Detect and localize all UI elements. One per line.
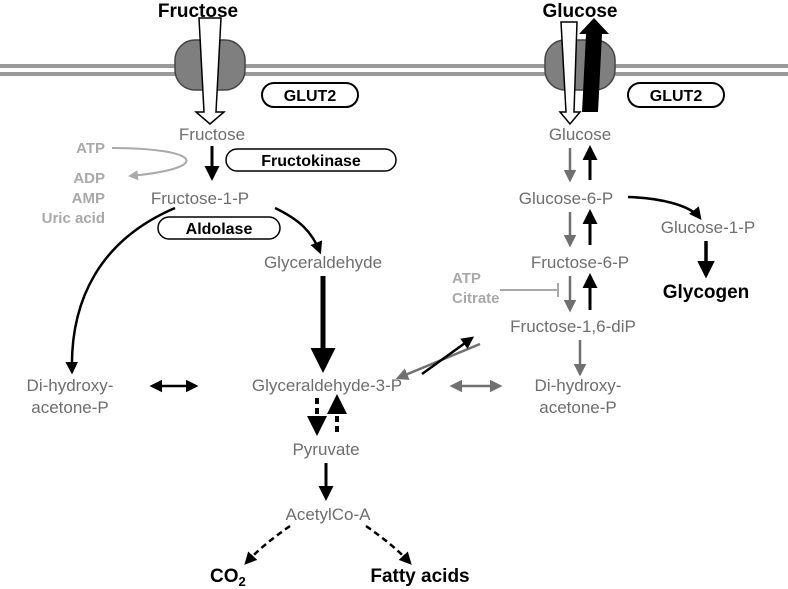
- cell-membrane: [0, 64, 788, 76]
- dhap-right-line1: Di-hydroxy-: [535, 376, 622, 395]
- uric-acid-label: Uric acid: [42, 210, 105, 227]
- dhap-left-line2: acetone-P: [31, 398, 109, 417]
- glut2-label-left: GLUT2: [284, 88, 337, 105]
- citrate-label: Citrate: [452, 290, 500, 307]
- glucose-1-p-label: Glucose-1-P: [661, 218, 755, 237]
- fatty-acids-label: Fatty acids: [370, 566, 469, 587]
- glucose-import-arrow: [558, 21, 582, 126]
- fructokinase-label: Fructokinase: [261, 153, 361, 170]
- adp-label: ADP: [73, 170, 105, 187]
- fructose-label: Fructose: [179, 125, 245, 144]
- dhap-left-line1: Di-hydroxy-: [27, 376, 114, 395]
- fructose-transport-arrow: [193, 17, 227, 125]
- fructose-1-6-dip-label: Fructose-1,6-diP: [510, 317, 636, 336]
- glucose-6-p-label: Glucose-6-P: [519, 189, 613, 208]
- glut2-transporter-left: [174, 17, 246, 125]
- glut2-transporter-right: [544, 18, 616, 126]
- glucose-extracellular-label: Glucose: [543, 1, 618, 22]
- acetylcoa-label: AcetylCo-A: [285, 505, 371, 524]
- aldolase-glyceraldehyde-arrow: [274, 206, 323, 255]
- glucose-label: Glucose: [549, 125, 611, 144]
- glycogen-label: Glycogen: [663, 282, 750, 303]
- dhap-right-line2: acetone-P: [539, 398, 617, 417]
- atp-adp-arrow: [111, 147, 188, 181]
- aldolase-dhap-arrow: [65, 206, 176, 375]
- fructose-extracellular-label: Fructose: [158, 1, 238, 22]
- co2-label: CO2: [210, 566, 246, 589]
- aldolase-label: Aldolase: [186, 221, 253, 238]
- glut2-label-right: GLUT2: [650, 88, 703, 105]
- pyruvate-label: Pyruvate: [292, 440, 359, 459]
- glucose-export-arrow: [579, 18, 609, 112]
- amp-label: AMP: [72, 190, 105, 207]
- atp-label-left: ATP: [76, 140, 105, 157]
- fructose-6-p-label: Fructose-6-P: [531, 253, 629, 272]
- atp-label-right: ATP: [452, 270, 481, 287]
- glyceraldehyde-label: Glyceraldehyde: [264, 253, 382, 272]
- g3p-label: Glyceraldehyde-3-P: [252, 376, 402, 395]
- fructose-1-p-label: Fructose-1-P: [151, 189, 249, 208]
- g3p-f16dip-arrow: [421, 336, 475, 376]
- acetylcoa-fattyacids-arrow: [365, 524, 412, 565]
- g6p-g1p-arrow: [627, 195, 702, 220]
- acetylcoa-co2-arrow: [244, 524, 291, 565]
